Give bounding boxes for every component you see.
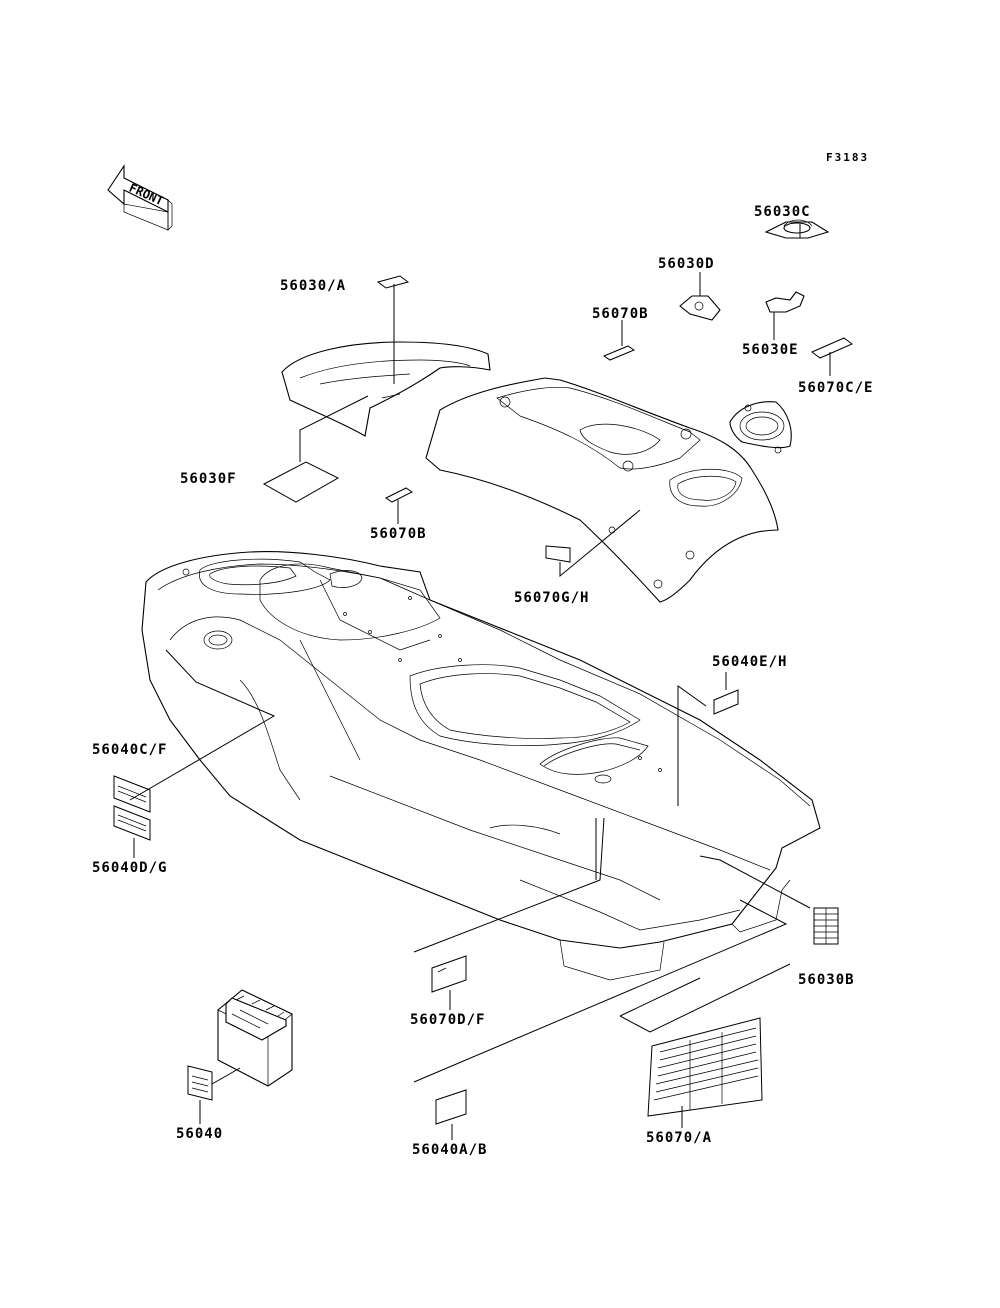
decal-56030F <box>264 396 368 502</box>
label-56040DG: 56040D/G <box>92 860 168 876</box>
bracket-56030D-part <box>680 296 720 320</box>
label-56040CF: 56040C/F <box>92 742 168 758</box>
front-arrow-text: FRONT <box>127 181 166 208</box>
decal-56070CE <box>812 338 852 376</box>
decal-56070GH <box>546 510 640 576</box>
label-56040AB: 56040A/B <box>412 1142 488 1158</box>
decal-56070DF <box>414 818 604 1010</box>
decal-56070B-top <box>604 320 634 360</box>
label-56070DF: 56070D/F <box>410 1012 486 1028</box>
front-arrow-icon: FRONT <box>108 166 172 230</box>
label-56070CE: 56070C/E <box>798 380 874 396</box>
label-56030C: 56030C <box>754 204 811 220</box>
label-56030E: 56030E <box>742 342 799 358</box>
decal-56030A <box>378 276 408 384</box>
decal-56030B <box>700 856 838 944</box>
hull-part <box>142 552 820 980</box>
label-56070A: 56070/A <box>646 1130 713 1146</box>
label-56040EH: 56040E/H <box>712 654 788 670</box>
label-56070B-top: 56070B <box>592 306 649 322</box>
decal-56040CF <box>114 650 274 812</box>
figure-code: F3183 <box>826 151 870 164</box>
battery-part <box>218 990 292 1086</box>
decal-56040EH <box>678 672 738 806</box>
label-56040: 56040 <box>176 1126 224 1142</box>
decal-56070A <box>620 964 790 1128</box>
decal-56040AB <box>414 900 786 1140</box>
clip-56030E-part <box>766 292 804 312</box>
label-56030D: 56030D <box>658 256 715 272</box>
decal-56040DG <box>114 806 150 858</box>
label-56070GH: 56070G/H <box>514 590 590 606</box>
label-56030A: 56030/A <box>280 278 347 294</box>
decal-56070B-mid <box>386 488 412 524</box>
meter-housing-part <box>730 402 791 453</box>
label-56030F: 56030F <box>180 471 237 487</box>
cap-56030C-part <box>766 220 828 238</box>
label-56070B-mid: 56070B <box>370 526 427 542</box>
decal-56040 <box>188 1066 240 1124</box>
label-56030B: 56030B <box>798 972 855 988</box>
upper-deck-part <box>426 378 778 602</box>
